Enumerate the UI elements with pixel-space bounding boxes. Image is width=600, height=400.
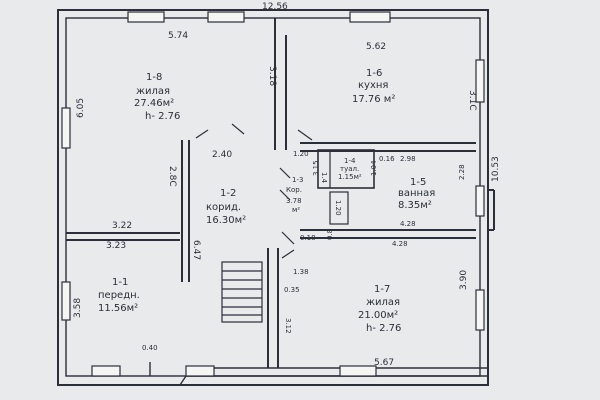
window-bottom-2 (185, 365, 215, 377)
door-swing-7 (281, 249, 295, 259)
dim-total-width: 12.56 (262, 2, 288, 12)
door-swing-6 (281, 231, 295, 245)
window-bottom-3 (339, 365, 377, 377)
room-1-2-id: 1-2 (220, 188, 236, 199)
windows (61, 11, 485, 377)
room-1-6-id: 1-6 (366, 68, 382, 79)
dim-0-8: 0.8 (326, 229, 334, 240)
dim-wall-3-18: 3.18 (267, 66, 277, 86)
entrance (149, 362, 187, 386)
toilet-walls (317, 149, 375, 189)
room-1-4-id: 1-4 (344, 157, 356, 165)
dim-right-mid-a: 2.28 (458, 164, 466, 180)
room-1-4-name: туал. (340, 165, 359, 173)
dim-left-upper: 6.05 (76, 98, 86, 118)
room-1-8-id: 1-8 (146, 72, 162, 83)
dim-corr-6-47: 6.47 (191, 240, 201, 260)
room-1-5-name: ванная (398, 188, 435, 199)
door-swing-4 (279, 167, 291, 179)
dim-3-15: 3.15 (312, 160, 320, 176)
dim-4-28-a: 4.28 (400, 220, 416, 228)
room-1-2-area: 16.30м² (206, 215, 246, 226)
room-1-3-unit: м² (292, 206, 300, 214)
entrance-step (179, 375, 187, 386)
outer-wall (57, 9, 489, 386)
dim-mid-3-22: 3.22 (112, 221, 132, 231)
room-labels: 1-8 жилая 27.46м² h- 2.76 1-6 кухня 17.7… (98, 68, 435, 334)
dim-1-4: 1.4 (320, 172, 328, 184)
room-1-3-id: 1-3 (292, 176, 303, 184)
dim-right-upper: 3.1C (467, 90, 477, 111)
dim-0-35: 0.35 (284, 286, 300, 294)
window-right-2 (475, 185, 485, 217)
door-swing-2 (231, 123, 245, 135)
dim-top-left: 5.74 (168, 31, 188, 41)
window-top-3 (349, 11, 391, 23)
room-1-1-area: 11.56м² (98, 303, 138, 314)
dimensions: 12.56 5.74 5.62 6.05 3.58 3.1C 2.28 10.5… (73, 2, 501, 368)
room-1-7-name: жилая (366, 297, 400, 308)
dim-1-20-a: 1.20 (293, 150, 309, 158)
dim-0-16: 0.16 (379, 155, 395, 163)
dim-right-mid-b: 10.53 (491, 156, 501, 182)
room-1-5-area: 8.35м² (398, 200, 432, 211)
room-1-7-id: 1-7 (374, 284, 390, 295)
room-1-7-height: h- 2.76 (366, 323, 401, 334)
dim-1-04: 1.04 (370, 160, 378, 176)
room-1-1-id: 1-1 (112, 277, 128, 288)
door-swing-1 (195, 129, 209, 139)
dim-1-20-b: 1.20 (334, 200, 342, 216)
dim-left-lower: 3.58 (73, 298, 83, 318)
window-right-1 (475, 59, 485, 103)
window-top-2 (207, 11, 245, 23)
dim-corr-2-40: 2.40 (212, 150, 232, 160)
window-right-3 (475, 289, 485, 331)
door-frame-bath (329, 191, 349, 225)
dim-bottom-left: 0.40 (142, 344, 158, 352)
stairs-outline (221, 261, 263, 323)
dim-right-lower: 3.90 (459, 270, 469, 290)
door-swing-3 (297, 129, 313, 141)
walls (57, 9, 495, 386)
dim-mid-3-23: 3.23 (106, 241, 126, 251)
window-bottom-1 (91, 365, 121, 377)
dim-0-18: 0.18 (300, 234, 316, 242)
window-top-1 (127, 11, 165, 23)
dim-2-98: 2.98 (400, 155, 416, 163)
room-1-8-name: жилая (136, 86, 170, 97)
room-1-3-name: Кор. (286, 186, 302, 194)
room-1-5-id: 1-5 (410, 177, 426, 188)
dim-3-12: 3.12 (284, 318, 292, 334)
window-left-1 (61, 107, 71, 149)
window-left-2 (61, 281, 71, 321)
dim-corr-2-80: 2.8C (167, 166, 177, 187)
dim-4-28-b: 4.28 (392, 240, 408, 248)
dim-top-right: 5.62 (366, 42, 386, 52)
stairs (221, 261, 263, 323)
dim-bottom-right: 5.67 (374, 358, 394, 368)
room-1-4-area: 1.15м² (338, 173, 362, 181)
room-1-3-area: 3.78 (286, 197, 302, 205)
room-1-2-name: корид. (206, 202, 241, 213)
room-1-6-name: кухня (358, 80, 388, 91)
room-1-8-height: h- 2.76 (145, 111, 180, 122)
dim-1-38: 1.38 (293, 268, 309, 276)
door-swing-5 (279, 189, 291, 201)
room-1-7-area: 21.00м² (358, 310, 398, 321)
room-1-1-name: передн. (98, 290, 140, 301)
room-1-8-area: 27.46м² (134, 98, 174, 109)
room-1-6-area: 17.76 м² (352, 94, 395, 105)
